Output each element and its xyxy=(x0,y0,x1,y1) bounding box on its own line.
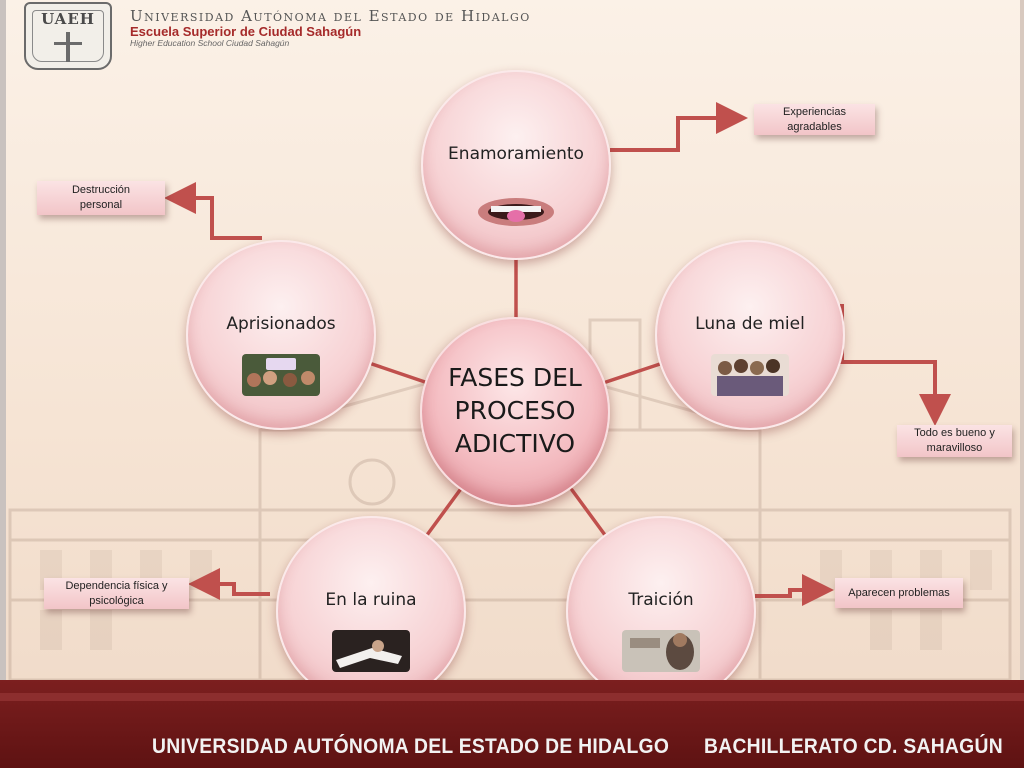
note-aparecen-problemas: Aparecen problemas xyxy=(835,578,963,608)
slide-left-edge xyxy=(0,0,6,768)
center-title: FASES DEL PROCESO ADICTIVO xyxy=(448,363,582,458)
spoke-aprisionados xyxy=(370,362,427,384)
footer-band xyxy=(0,693,1024,701)
uaeh-seal-logo: UAEH xyxy=(24,2,112,70)
phase-label: Luna de miel xyxy=(695,314,805,334)
phase-label: Aprisionados xyxy=(226,314,336,334)
fallen-person-image xyxy=(332,630,410,672)
addict-photo-image xyxy=(622,630,700,672)
school-name: Escuela Superior de Ciudad Sahagún xyxy=(130,24,362,39)
arrow-enamoramiento xyxy=(610,102,748,152)
school-name-english: Higher Education School Ciudad Sahagún xyxy=(130,38,290,48)
footer-university: UNIVERSIDAD AUTÓNOMA DEL ESTADO DE HIDAL… xyxy=(152,735,670,758)
crowd-sex-image xyxy=(242,354,320,396)
phase-label: Traición xyxy=(628,590,694,610)
phase-node-enamoramiento: Enamoramiento xyxy=(421,70,611,260)
phase-node-traicion: Traición xyxy=(566,516,756,706)
arrow-aprisionados xyxy=(164,182,262,240)
phase-node-luna-de-miel: Luna de miel xyxy=(655,240,845,430)
lips-pill-image xyxy=(478,198,554,226)
phase-node-en-la-ruina: En la ruina xyxy=(276,516,466,706)
spoke-traicion xyxy=(570,488,607,537)
arrow-en-la-ruina xyxy=(188,568,270,600)
arrow-luna-de-miel xyxy=(840,304,951,426)
logo-letters: UAEH xyxy=(41,10,95,28)
arrow-traicion xyxy=(755,574,834,606)
slide-header: UAEH Universidad Autónoma del Estado de … xyxy=(0,0,1024,75)
center-node-fases: FASES DEL PROCESO ADICTIVO xyxy=(420,317,610,507)
footer-bachillerato: BACHILLERATO CD. SAHAGÚN xyxy=(704,735,1003,758)
slide-right-edge xyxy=(1020,0,1024,768)
phase-node-aprisionados: Aprisionados xyxy=(186,240,376,430)
phase-label: En la ruina xyxy=(325,590,417,610)
university-title: Universidad Autónoma del Estado de Hidal… xyxy=(130,7,531,25)
spoke-en-la-ruina xyxy=(425,488,462,537)
spoke-luna-de-miel xyxy=(604,362,662,384)
group-photo-image xyxy=(711,354,789,396)
phase-label: Enamoramiento xyxy=(448,144,584,164)
